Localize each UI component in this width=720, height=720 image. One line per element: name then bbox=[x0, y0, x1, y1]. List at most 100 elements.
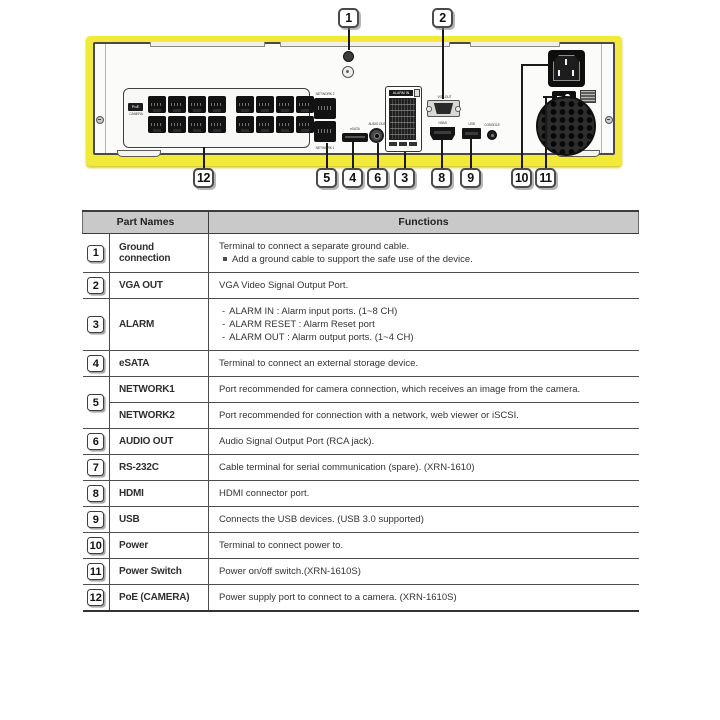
callout-line-3 bbox=[404, 152, 406, 168]
row-number-badge: 8 bbox=[87, 485, 105, 503]
callout-line-8 bbox=[441, 140, 443, 168]
function-text: Port recommended for camera connection, … bbox=[208, 376, 639, 403]
function-text: Connects the USB devices. (USB 3.0 suppo… bbox=[208, 506, 639, 533]
poe-rj45-port bbox=[236, 116, 254, 133]
rs232c-console-jack bbox=[487, 130, 497, 140]
poe-rj45-port bbox=[148, 96, 166, 113]
row-number-badge: 6 bbox=[87, 433, 105, 451]
poe-rj45-port bbox=[236, 96, 254, 113]
row-number-badge: 12 bbox=[87, 589, 105, 607]
callout-badge-9: 9 bbox=[460, 168, 481, 188]
poe-label: PoE bbox=[128, 103, 143, 111]
function-text: HDMI connector port. bbox=[208, 480, 639, 507]
row-number-badge: 3 bbox=[87, 316, 105, 334]
audio-out-label: AUDIO OUT bbox=[368, 121, 386, 126]
network1-port bbox=[314, 121, 336, 142]
callout-line-12 bbox=[203, 147, 205, 168]
console-label: CONSOLE bbox=[484, 122, 500, 127]
function-text: Cable terminal for serial communication … bbox=[208, 454, 639, 481]
poe-rj45-port bbox=[168, 96, 186, 113]
callout-badge-8: 8 bbox=[431, 168, 452, 188]
callout-line-9 bbox=[470, 139, 472, 168]
callout-badge-10: 10 bbox=[511, 168, 532, 188]
callout-line-11 bbox=[545, 96, 547, 168]
network1-label: NETWORK 1 bbox=[315, 145, 335, 150]
part-name: VGA OUT bbox=[109, 272, 209, 299]
rating-label bbox=[580, 90, 596, 103]
part-name: NETWORK1 bbox=[109, 376, 209, 403]
alarm-aux-connector bbox=[414, 89, 420, 97]
esata-label: eSATA bbox=[350, 126, 360, 131]
function-text: Power supply port to connect to a camera… bbox=[208, 584, 639, 612]
part-name: USB bbox=[109, 506, 209, 533]
poe-rj45-port bbox=[188, 116, 206, 133]
network2-label: NETWORK 2 bbox=[315, 91, 335, 96]
top-notch bbox=[470, 42, 560, 47]
row-number-badge: 7 bbox=[87, 459, 105, 477]
part-name: PoE (CAMERA) bbox=[109, 584, 209, 612]
callout-10-hline bbox=[521, 64, 548, 66]
poe-rj45-port bbox=[256, 96, 274, 113]
row-number-badge: 5 bbox=[87, 394, 105, 412]
poe-ports-row-bottom bbox=[148, 116, 314, 133]
callout-badge-6: 6 bbox=[367, 168, 388, 188]
alarm-bottom-tags bbox=[389, 142, 417, 146]
callout-badge-4: 4 bbox=[342, 168, 363, 188]
function-text: Terminal to connect an external storage … bbox=[208, 350, 639, 377]
callout-badge-11: 11 bbox=[535, 168, 556, 188]
callout-badge-5: 5 bbox=[316, 168, 337, 188]
diagram: PoE CAMERA NETWORK 2 NETWORK 1 eSATA AUD… bbox=[0, 0, 720, 208]
power-inlet bbox=[548, 50, 585, 87]
table-header-row: Part Names Functions bbox=[82, 210, 639, 234]
vga-out-label: VGA OUT bbox=[437, 94, 452, 99]
poe-rj45-port bbox=[276, 96, 294, 113]
vga-connector bbox=[426, 100, 461, 117]
part-name: NETWORK2 bbox=[109, 402, 209, 429]
callout-line-10 bbox=[521, 64, 523, 168]
alarm-in-label: ALARM IN bbox=[389, 90, 413, 96]
function-text: VGA Video Signal Output Port. bbox=[208, 272, 639, 299]
poe-ports-row-top bbox=[148, 96, 314, 113]
top-notch bbox=[150, 42, 265, 47]
poe-rj45-port bbox=[208, 96, 226, 113]
network2-port bbox=[314, 98, 336, 119]
header-functions: Functions bbox=[208, 210, 639, 234]
function-text: Power on/off switch.(XRN-1610S) bbox=[208, 558, 639, 585]
part-name: Ground connection bbox=[109, 233, 209, 273]
ground-screw-icon bbox=[343, 51, 354, 62]
function-text: Terminal to connect power to. bbox=[208, 532, 639, 559]
poe-rj45-port bbox=[188, 96, 206, 113]
callout-badge-12: 12 bbox=[193, 168, 214, 188]
chassis-foot bbox=[117, 150, 161, 157]
row-number-badge: 1 bbox=[87, 244, 105, 262]
header-part-names: Part Names bbox=[82, 210, 209, 234]
hdmi-port bbox=[430, 127, 455, 140]
top-notch bbox=[280, 42, 450, 47]
callout-line-1 bbox=[348, 28, 350, 50]
callout-line-5 bbox=[326, 143, 328, 168]
function-text: Port recommended for connection with a n… bbox=[208, 402, 639, 429]
function-text: Audio Signal Output Port (RCA jack). bbox=[208, 428, 639, 455]
part-name: AUDIO OUT bbox=[109, 428, 209, 455]
part-name: RS-232C bbox=[109, 454, 209, 481]
poe-rj45-port bbox=[296, 116, 314, 133]
part-name: ALARM bbox=[109, 298, 209, 351]
ground-terminal-icon bbox=[342, 66, 354, 78]
side-screw-icon bbox=[605, 116, 613, 124]
poe-camera-label: CAMERA bbox=[129, 111, 143, 116]
callout-line-4 bbox=[352, 142, 354, 168]
alarm-terminal-strip bbox=[389, 98, 416, 140]
row-number-badge: 11 bbox=[87, 563, 105, 581]
row-number-badge: 9 bbox=[87, 511, 105, 529]
